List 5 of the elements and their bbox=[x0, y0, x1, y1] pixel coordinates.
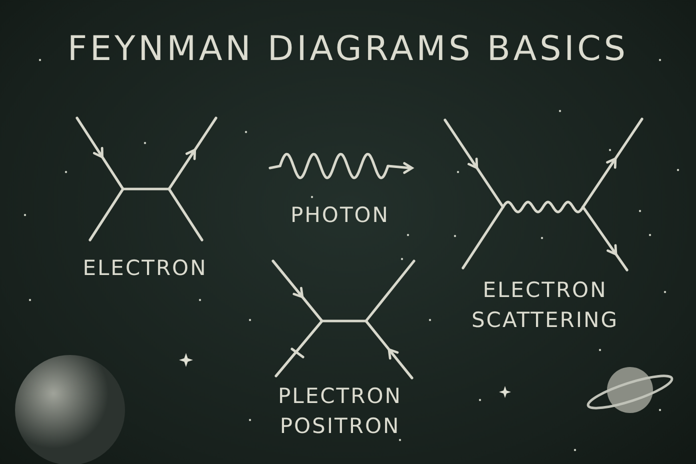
diagram-caption: PLECTRON POSITRON bbox=[277, 383, 403, 440]
diagram-caption: PHOTON bbox=[289, 202, 391, 229]
diagram-caption: ELECTRON SCATTERING bbox=[470, 277, 620, 334]
diagram-caption: ELECTRON bbox=[82, 255, 208, 282]
title: FEYNMAN DIAGRAMS BASICS bbox=[66, 28, 630, 70]
